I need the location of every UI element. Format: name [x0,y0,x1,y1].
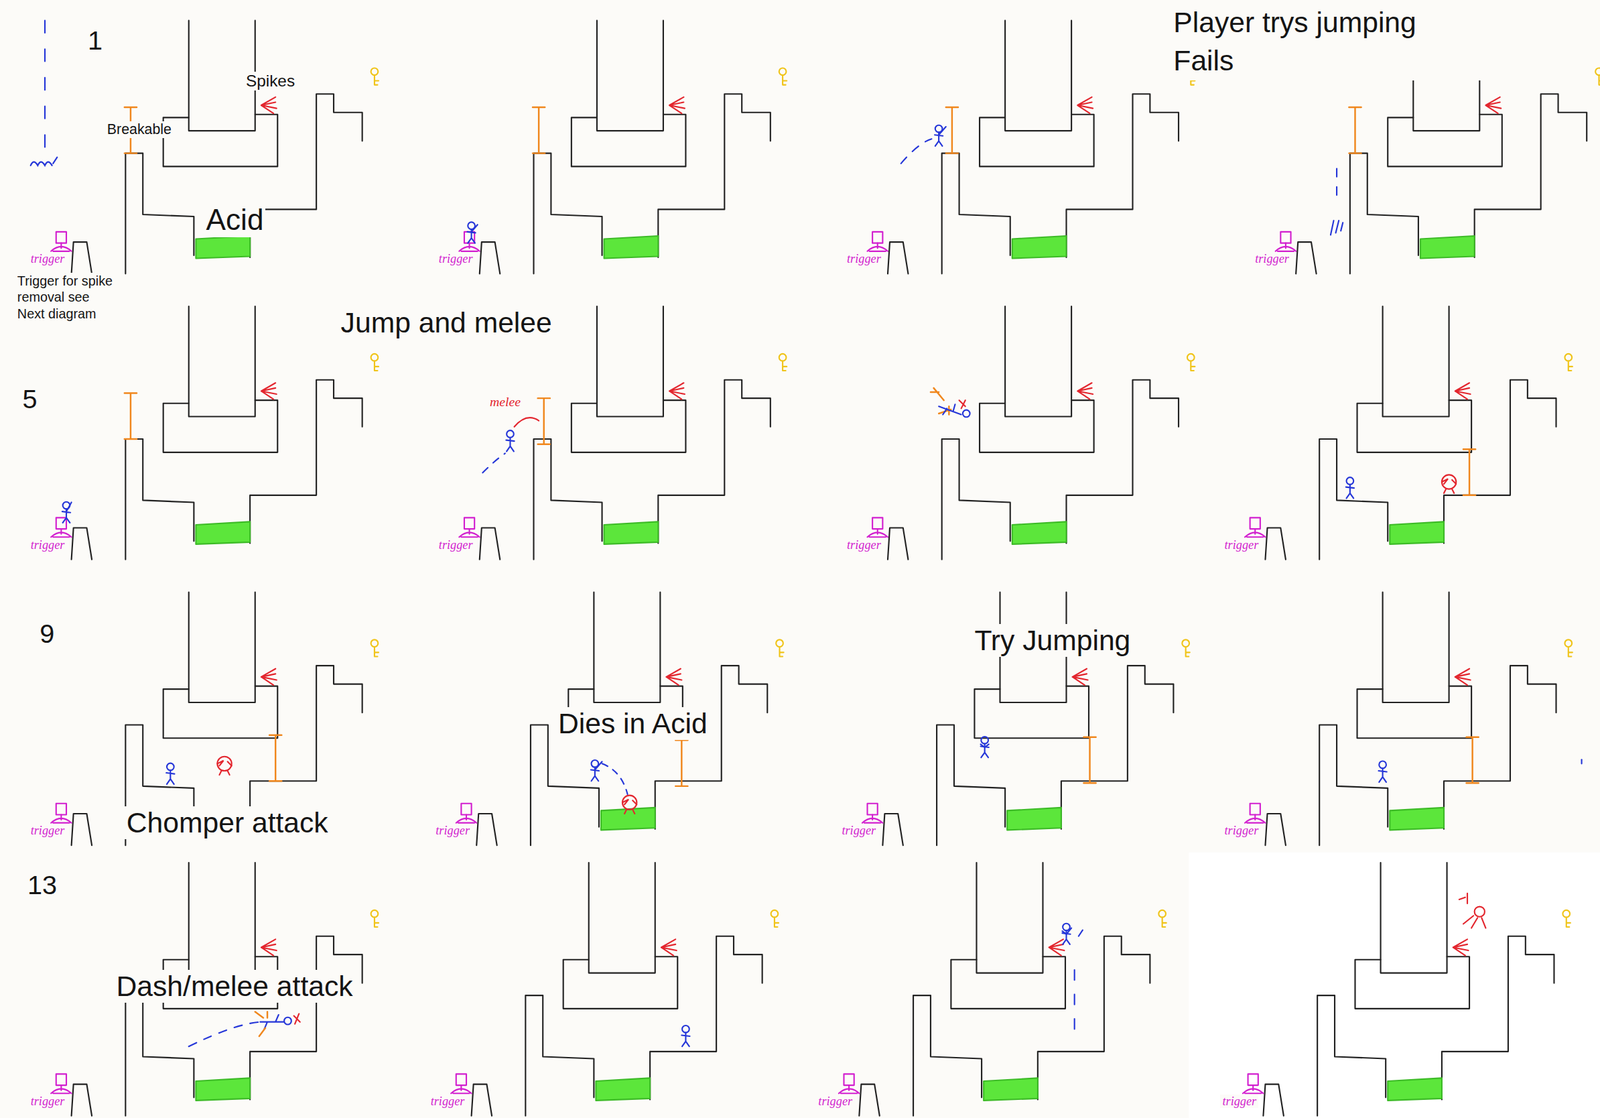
trigger-label: trigger [433,823,472,837]
trigger-label: trigger [28,1094,68,1108]
storyboard-panel [867,306,1196,560]
caption-text: Try Jumping [972,623,1133,657]
part-label: Breakable [105,121,174,139]
trigger-label: trigger [844,251,884,266]
caption-text: Player trys jumping Fails [1171,3,1482,81]
panel-number: 5 [20,383,39,415]
part-label: Acid [204,203,266,238]
storyboard-panel [458,306,787,560]
trigger-label: trigger [436,251,476,266]
storyboard-panel [450,862,779,1116]
trigger-label: trigger [1222,538,1261,552]
trigger-label: trigger [844,538,884,552]
storyboard-panel [1244,591,1582,845]
storyboard-panel [50,862,379,1116]
storyboard-panel [1244,306,1573,560]
storyboard-panel [1242,862,1571,1116]
part-label: Spikes [243,71,297,91]
trigger-label: trigger [839,823,878,837]
caption-text: Chomper attack [124,806,331,839]
trigger-label: trigger [1252,251,1292,266]
panel-number: 1 [85,25,105,57]
trigger-label: trigger [436,538,476,552]
caption-text: Jump and melee [339,306,555,340]
note-text: Trigger for spike removal see Next diagr… [15,272,117,323]
trigger-label: trigger [1220,1094,1259,1108]
trigger-label: trigger [1222,823,1261,837]
storyboard-panel [456,591,784,845]
panel-number: 13 [25,869,59,901]
trigger-label: trigger [28,823,68,837]
caption-text: Dies in Acid [556,706,710,740]
panel-number: 9 [37,618,57,650]
caption-text: Dash/melee attack [114,969,356,1003]
storyboard-panel [862,591,1190,845]
trigger-label: trigger [28,251,68,266]
storyboard-panel [838,862,1167,1116]
action-label: melee [487,394,523,410]
storyboard-panel [30,20,379,275]
blank-panel [1188,852,1600,1118]
trigger-label: trigger [428,1094,468,1108]
storyboard-panel [50,306,379,560]
trigger-label: trigger [816,1094,855,1108]
storyboard-panel [50,591,379,845]
trigger-label: trigger [28,538,68,552]
storyboard-panel [458,20,787,275]
storyboard-panel [867,20,1196,275]
